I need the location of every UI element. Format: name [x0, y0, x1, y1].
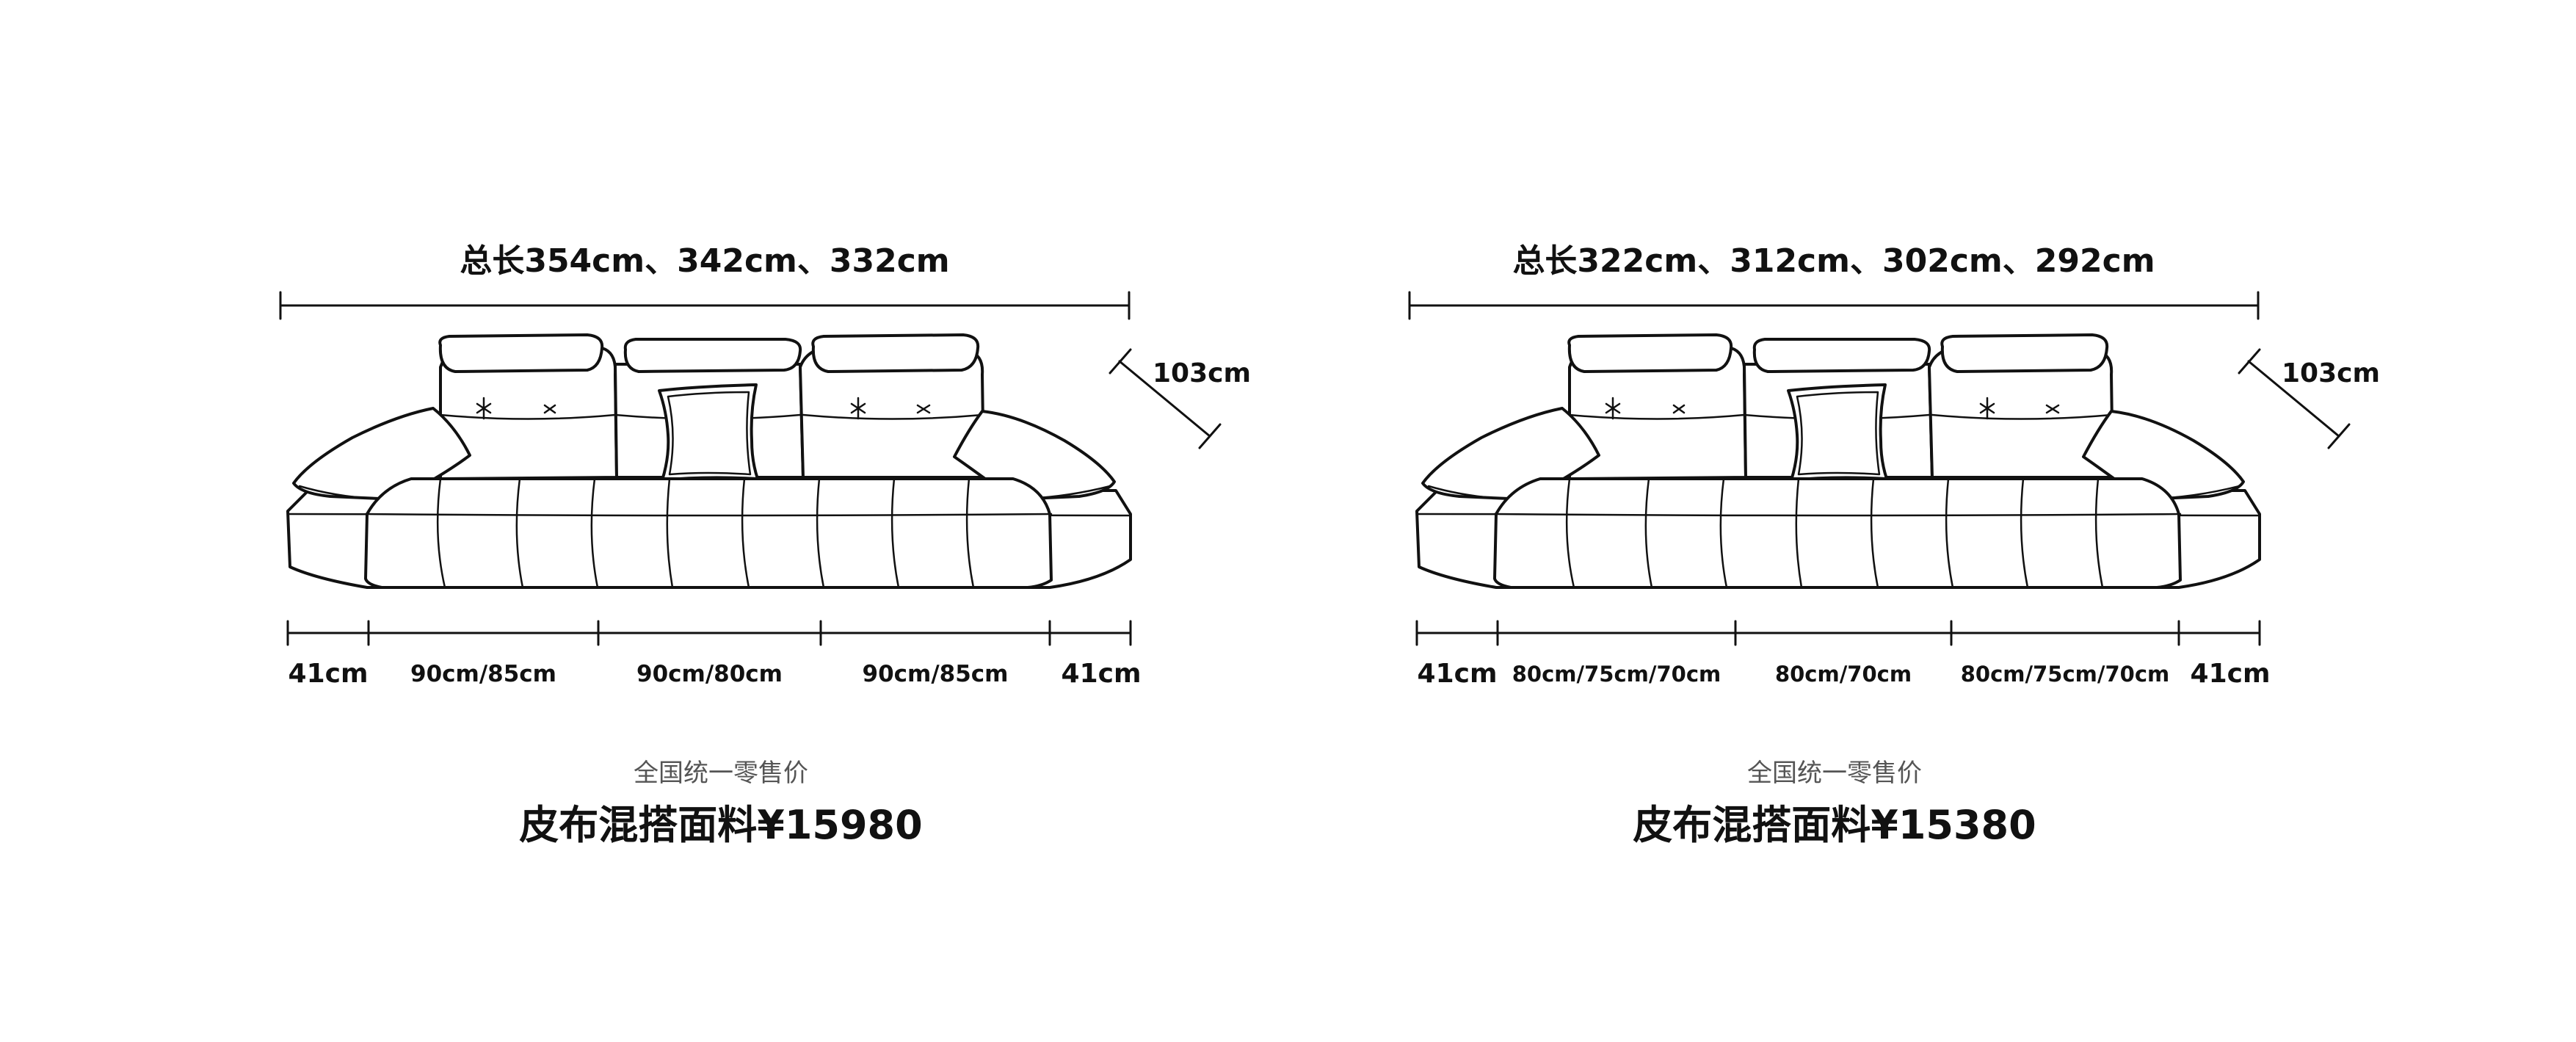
sofa-line-drawing-left: [279, 291, 1222, 646]
depth-label: 103cm: [1153, 358, 1251, 388]
price-caption: 全国统一零售价: [1747, 759, 1922, 788]
sofa-line-drawing-right: [1408, 291, 2351, 646]
price-value: 皮布混搭面料¥15380: [1633, 802, 2036, 848]
segment-label-seat-2: 80cm/70cm: [1774, 662, 1912, 687]
segment-label-arm-right: 41cm: [1061, 659, 1142, 689]
price-caption: 全国统一零售价: [634, 759, 808, 788]
sofa-panel-right: 总长322cm、312cm、302cm、292cm 103cm 41cm 80c…: [1288, 0, 2575, 1042]
segment-label-seat-2: 90cm/80cm: [636, 661, 783, 687]
segment-label-seat-3: 80cm/75cm/70cm: [1960, 662, 2170, 687]
sofa-drawing: [1415, 333, 2261, 589]
total-length-dimension-line: [1408, 291, 2260, 320]
total-length-label: 总长354cm、342cm、332cm: [460, 242, 950, 280]
depth-label: 103cm: [2282, 358, 2380, 388]
total-length-dimension-line: [279, 291, 1131, 320]
segment-label-arm-left: 41cm: [288, 659, 369, 689]
sofa-drawing: [286, 333, 1132, 589]
segment-label-arm-right: 41cm: [2190, 659, 2271, 689]
segment-label-arm-left: 41cm: [1417, 659, 1498, 689]
sofa-panel-left: 总长354cm、342cm、332cm 103cm 41cm 90cm/85cm…: [279, 242, 1251, 848]
depth-dimension-line: [2238, 348, 2351, 449]
price-value: 皮布混搭面料¥15980: [519, 802, 923, 848]
segment-dimension-line: [286, 620, 1132, 646]
segment-dimension-line: [1415, 620, 2261, 646]
segment-label-seat-1: 90cm/85cm: [410, 661, 556, 687]
depth-dimension-line: [1109, 348, 1222, 449]
total-length-label: 总长322cm、312cm、302cm、292cm: [1512, 242, 2155, 280]
segment-label-seat-1: 80cm/75cm/70cm: [1512, 662, 1721, 687]
segment-label-seat-3: 90cm/85cm: [862, 661, 1009, 687]
